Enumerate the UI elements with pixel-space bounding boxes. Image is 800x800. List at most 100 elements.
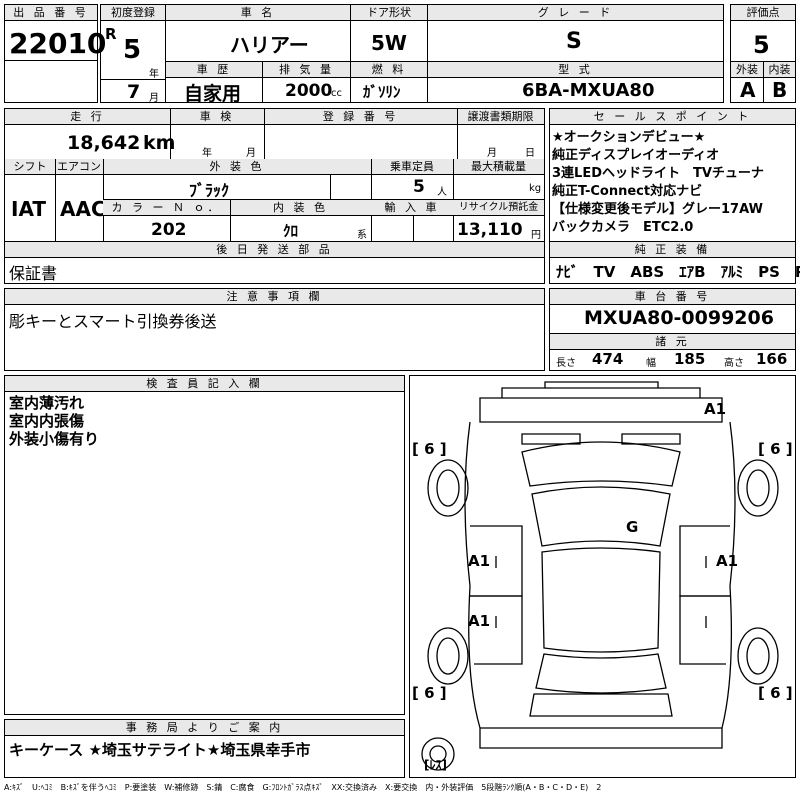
int-color-unit: 系	[357, 230, 367, 241]
lot-number-header: 出 品 番 号	[5, 5, 97, 21]
displacement-box: 排 気 量 2000 cc	[262, 61, 351, 103]
ext-color: ﾌﾞﾗｯｸ	[189, 181, 230, 200]
registration-month: 7	[127, 81, 141, 103]
era-mark: R	[105, 25, 117, 43]
height: 166	[756, 350, 788, 368]
mark-windshield: G	[626, 518, 639, 536]
first-registration-header: 初度登録	[101, 5, 165, 21]
tire-front-right	[737, 459, 779, 517]
sales-point-item: 3連LEDヘッドライト TVチューナ	[552, 166, 764, 181]
inspector-notes: 室内薄汚れ室内内張傷外装小傷有り	[9, 394, 99, 448]
car-outline-svg	[421, 381, 779, 771]
history: 自家用	[184, 83, 242, 105]
recycle: 13,110	[457, 220, 523, 240]
spare-label: [ﾚｽ]	[424, 758, 447, 772]
capacity-unit: 人	[437, 187, 447, 198]
car-diagram: [ 6 ] [ 6 ] [ 6 ] [ 6 ] [ﾚｽ] A1 G A1 A1 …	[409, 375, 796, 778]
inspection-month-unit: 月	[246, 148, 256, 159]
legend: A:ｷｽﾞ U:ﾍｺﾐ B:ｷｽﾞを伴うﾍｺﾐ P:要塗装 W:補修跡 S:錆 …	[4, 783, 602, 792]
later-parts: 保証書	[9, 264, 58, 283]
exterior-grade-header: 外装	[731, 62, 763, 78]
notes-box: 注 意 事 項 欄 彫キーとスマート引換券後送	[4, 288, 545, 371]
registration-month-unit: 月	[149, 93, 159, 104]
aircon-header: エアコン	[55, 159, 103, 175]
sales-point-item: 純正T-Connect対応ナビ	[552, 184, 703, 199]
mark-left-rear-door: A1	[468, 612, 491, 630]
registration-year-unit: 年	[149, 69, 159, 80]
color-no-header: カ ラ ー Ｎ ｏ．	[103, 200, 230, 216]
capacity: 5	[413, 177, 425, 197]
int-color-header: 内 装 色	[230, 200, 371, 216]
sales-point-item: 【仕様変更後モデル】グレー17AW	[552, 202, 763, 217]
tire-fr-score: [ 6 ]	[758, 440, 793, 458]
transfer-day-unit: 日	[525, 148, 535, 159]
score-header: 評価点	[731, 5, 795, 21]
body-outline	[464, 421, 736, 729]
sales-points-header: セ ー ル ス ポ イ ン ト	[550, 109, 795, 125]
model-header: 型 式	[428, 62, 723, 78]
color-no: 202	[151, 220, 187, 240]
fuel-header: 燃 料	[351, 62, 427, 78]
inspection-year-unit: 年	[202, 148, 212, 159]
history-box: 車 歴 自家用	[165, 61, 263, 105]
aircon: AAC	[60, 197, 106, 221]
notes-header: 注 意 事 項 欄	[5, 289, 544, 305]
mileage-header: 走 行	[5, 109, 170, 125]
grade-header: グ レ ー ド	[428, 5, 723, 21]
displacement: 2000	[285, 81, 333, 101]
recycle-unit: 円	[531, 230, 541, 241]
max-load-unit: kg	[529, 183, 542, 194]
equipment-header: 純 正 装 備	[550, 242, 795, 258]
left-rear-door	[470, 595, 523, 665]
inspector-box: 検 査 員 記 入 欄 室内薄汚れ室内内張傷外装小傷有り	[4, 375, 405, 715]
specs-header: 諸 元	[550, 333, 795, 350]
equipment: ﾅﾋﾞ TV ABS ｴｱB ｱﾙﾐ PS PW	[556, 263, 800, 281]
recycle-header: リサイクル預託金	[453, 200, 544, 216]
fuel-box: 燃 料 ｶﾞｿﾘﾝ	[350, 61, 428, 103]
spare-tire	[421, 737, 455, 771]
lot-number: 22010	[9, 27, 107, 60]
grade: S	[566, 29, 582, 54]
exterior-grade: A	[740, 78, 756, 102]
grade-box: グ レ ー ド S	[427, 4, 724, 62]
office-box: 事 務 局 よ り ご 案 内 キーケース ★埼玉サテライト★埼玉県幸手市	[4, 719, 405, 778]
tire-rl-score: [ 6 ]	[412, 684, 447, 702]
car-name-header: 車 名	[166, 5, 350, 21]
width-label: 幅	[646, 358, 656, 369]
notes: 彫キーとスマート引換券後送	[9, 312, 217, 331]
lot-number-box: 出 品 番 号 22010	[4, 4, 106, 61]
interior-grade-box: 内装 B	[763, 61, 796, 103]
shift-header: シフト	[5, 159, 55, 175]
reg-no-header: 登 録 番 号	[264, 109, 457, 125]
max-load-header: 最大積載量	[453, 159, 544, 175]
chassis-header: 車 台 番 号	[550, 289, 795, 305]
office-header: 事 務 局 よ り ご 案 内	[5, 720, 404, 736]
mileage: 18,642	[67, 132, 141, 154]
car-name-box: 車 名 ハリアー	[165, 4, 351, 62]
chassis-number: MXUA80-0099206	[584, 307, 774, 329]
score: 5	[753, 31, 770, 59]
inspection-header: 車 検	[170, 109, 264, 125]
exterior-grade-box: 外装 A	[730, 61, 764, 103]
mileage-unit: km	[143, 132, 176, 154]
detail-block: 走 行 車 検 登 録 番 号 譲渡書類期限 18,642 km 年 月 月 日…	[4, 108, 545, 284]
sales-point-item: ★オークションデビュー★	[552, 130, 706, 145]
mark-front-bumper: A1	[704, 400, 727, 418]
length-label: 長さ	[556, 358, 576, 369]
height-label: 高さ	[724, 358, 744, 369]
first-registration-box: 初度登録 R 5 年 7 月	[100, 4, 166, 104]
tire-rear-right	[737, 627, 779, 685]
later-parts-header: 後 日 発 送 部 品	[5, 242, 544, 258]
length: 474	[592, 350, 624, 368]
tire-rr-score: [ 6 ]	[758, 684, 793, 702]
interior-grade: B	[772, 78, 788, 102]
inspector-note-item: 室内薄汚れ	[9, 394, 85, 412]
sales-point-item: バックカメラ ETC2.0	[552, 220, 694, 235]
right-rear-door	[679, 595, 730, 665]
door-header: ドア形状	[351, 5, 427, 21]
hood	[521, 441, 681, 487]
door-type: 5W	[371, 31, 407, 55]
car-name: ハリアー	[230, 33, 309, 57]
mark-left-front-door: A1	[468, 552, 491, 570]
